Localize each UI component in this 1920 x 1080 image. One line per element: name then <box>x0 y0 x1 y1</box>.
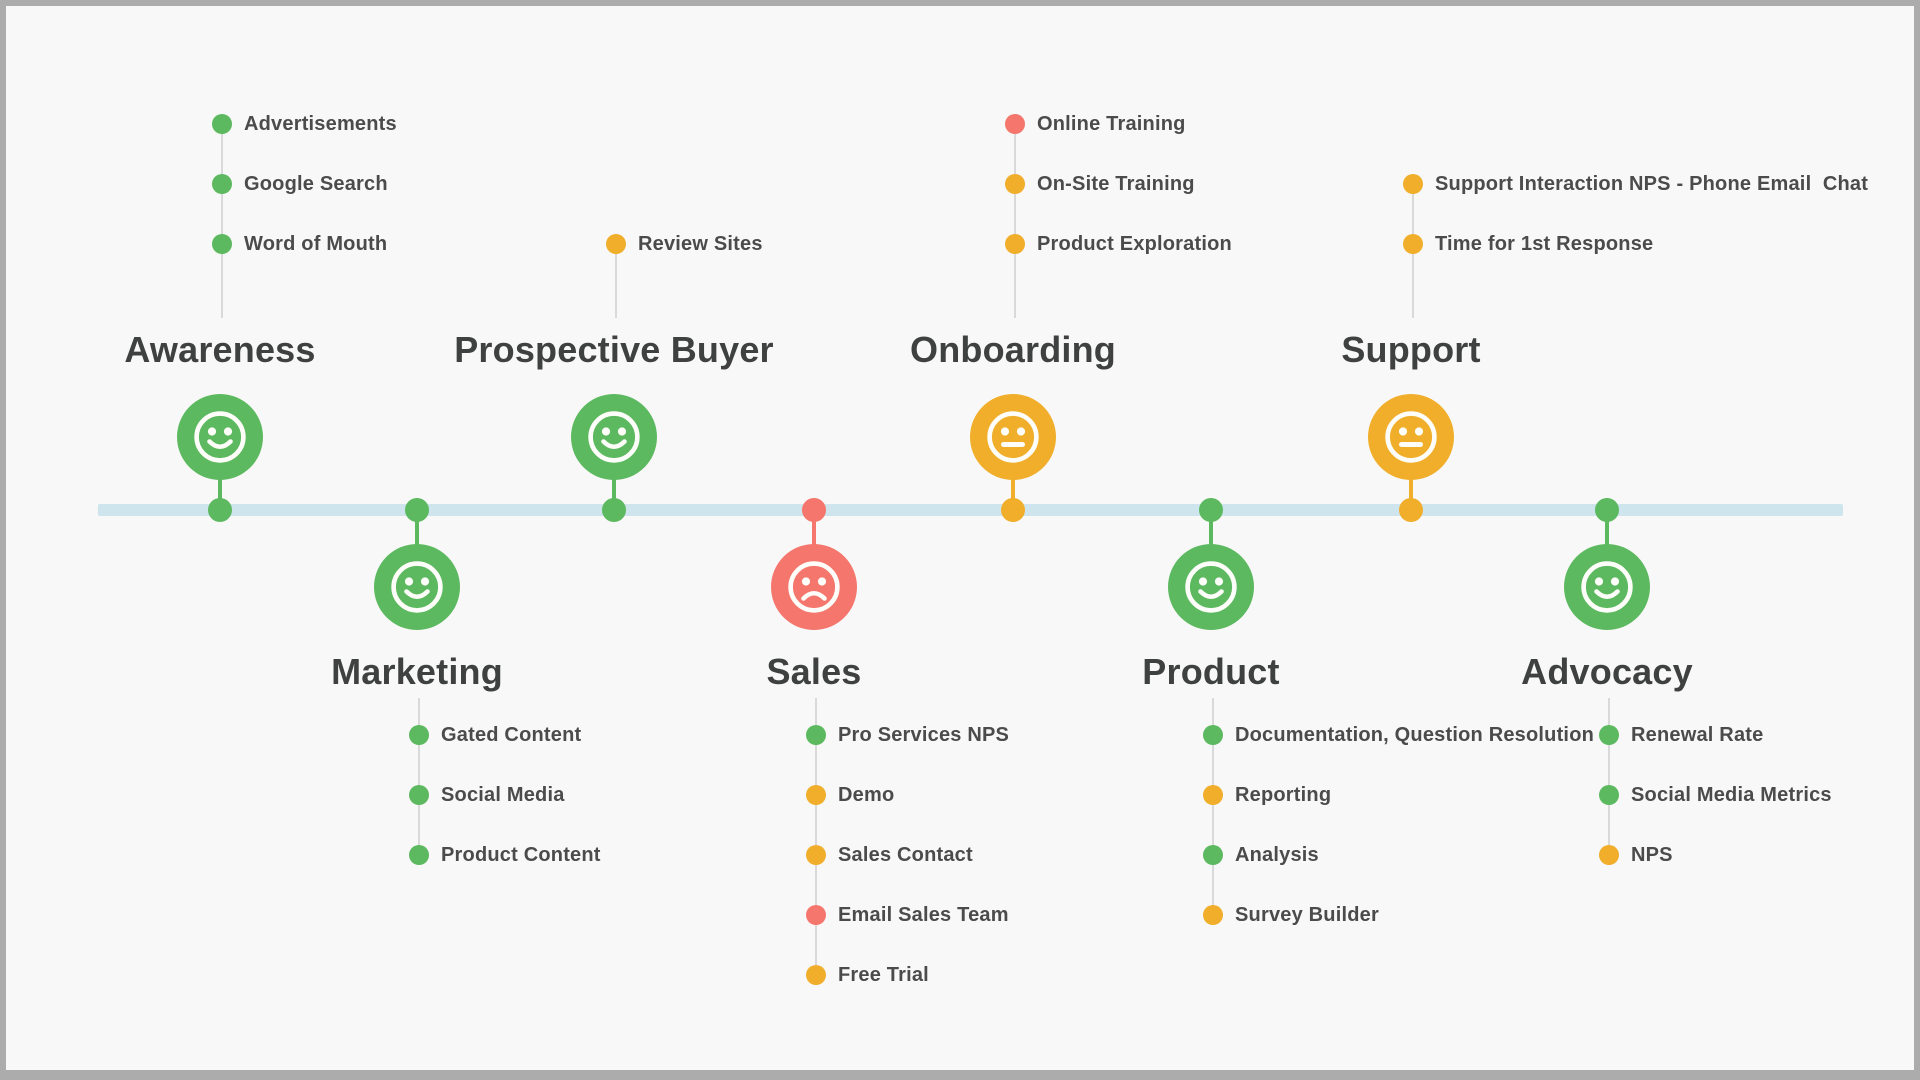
item-bullet <box>606 234 626 254</box>
stage-title: Awareness <box>124 329 316 370</box>
connector-line <box>1014 124 1016 318</box>
happy-face-icon <box>374 544 460 630</box>
timeline-dot <box>208 498 232 522</box>
happy-face-icon <box>1168 544 1254 630</box>
item-bullet <box>1403 174 1423 194</box>
item-bullet <box>1203 785 1223 805</box>
timeline-dot <box>1595 498 1619 522</box>
happy-face-icon <box>571 394 657 480</box>
connector-line <box>418 698 420 855</box>
item-bullet <box>806 965 826 985</box>
item-bullet <box>806 725 826 745</box>
happy-face-icon <box>177 394 263 480</box>
face-stem <box>1011 476 1015 510</box>
journey-item-label: Analysis <box>1235 844 1319 866</box>
journey-item-label: Renewal Rate <box>1631 724 1764 746</box>
journey-item-label: Support Interaction NPS - Phone Email Ch… <box>1435 173 1869 195</box>
timeline-bar <box>98 504 1843 516</box>
journey-item-label: Free Trial <box>838 964 929 986</box>
stage-title: Sales <box>766 651 862 692</box>
item-bullet <box>409 725 429 745</box>
journey-item-label: Online Training <box>1037 113 1186 135</box>
stage-title: Support <box>1341 329 1481 370</box>
item-bullet <box>212 174 232 194</box>
item-bullet <box>806 905 826 925</box>
happy-face-icon <box>1564 544 1650 630</box>
journey-item-label: Time for 1st Response <box>1435 233 1654 255</box>
item-bullet <box>1599 845 1619 865</box>
timeline-dot <box>802 498 826 522</box>
item-bullet <box>409 845 429 865</box>
journey-item-label: Advertisements <box>244 113 397 135</box>
stage-title: Onboarding <box>910 329 1116 370</box>
item-bullet <box>1599 785 1619 805</box>
item-bullet <box>1599 725 1619 745</box>
item-bullet <box>1005 234 1025 254</box>
item-bullet <box>1203 725 1223 745</box>
journey-item-label: Documentation, Question Resolution <box>1235 724 1595 746</box>
connector-line <box>221 124 223 318</box>
stage-title: Product <box>1142 651 1280 692</box>
item-bullet <box>1005 174 1025 194</box>
face-stem <box>1409 476 1413 510</box>
journey-item-label: Word of Mouth <box>244 233 388 255</box>
journey-item-label: Product Content <box>441 844 601 866</box>
journey-item-label: Reporting <box>1235 784 1332 806</box>
journey-item-label: Pro Services NPS <box>838 724 1010 746</box>
face-stem <box>218 476 222 510</box>
item-bullet <box>1203 845 1223 865</box>
connector-line <box>1212 698 1214 915</box>
journey-item-label: Review Sites <box>638 233 763 255</box>
stage-title: Advocacy <box>1521 651 1693 692</box>
journey-item-label: Email Sales Team <box>838 904 1009 926</box>
face-stem <box>612 476 616 510</box>
journey-item-label: Survey Builder <box>1235 904 1379 926</box>
timeline-dot <box>1199 498 1223 522</box>
journey-item-label: Social Media <box>441 784 565 806</box>
journey-item-label: Google Search <box>244 173 388 195</box>
journey-item-label: On-Site Training <box>1037 173 1195 195</box>
journey-item-label: Sales Contact <box>838 844 973 866</box>
face-stem <box>415 510 419 548</box>
connector-line <box>615 244 617 318</box>
stage-title: Marketing <box>331 651 503 692</box>
item-bullet <box>806 845 826 865</box>
item-bullet <box>212 234 232 254</box>
timeline-dot <box>602 498 626 522</box>
neutral-face-icon <box>1368 394 1454 480</box>
journey-item-label: Social Media Metrics <box>1631 784 1832 806</box>
neutral-face-icon <box>970 394 1056 480</box>
timeline-dot <box>1001 498 1025 522</box>
face-stem <box>1605 510 1609 548</box>
face-stem <box>1209 510 1213 548</box>
item-bullet <box>1403 234 1423 254</box>
journey-item-label: Gated Content <box>441 724 582 746</box>
connector-line <box>1608 698 1610 855</box>
stage-title: Prospective Buyer <box>454 329 774 370</box>
sad-face-icon <box>771 544 857 630</box>
item-bullet <box>806 785 826 805</box>
item-bullet <box>1005 114 1025 134</box>
timeline-dot <box>1399 498 1423 522</box>
item-bullet <box>1203 905 1223 925</box>
journey-item-label: Product Exploration <box>1037 233 1232 255</box>
journey-item-label: NPS <box>1631 844 1673 866</box>
item-bullet <box>409 785 429 805</box>
journey-item-label: Demo <box>838 784 895 806</box>
item-bullet <box>212 114 232 134</box>
timeline-dot <box>405 498 429 522</box>
connector-line <box>815 698 817 975</box>
face-stem <box>812 510 816 548</box>
